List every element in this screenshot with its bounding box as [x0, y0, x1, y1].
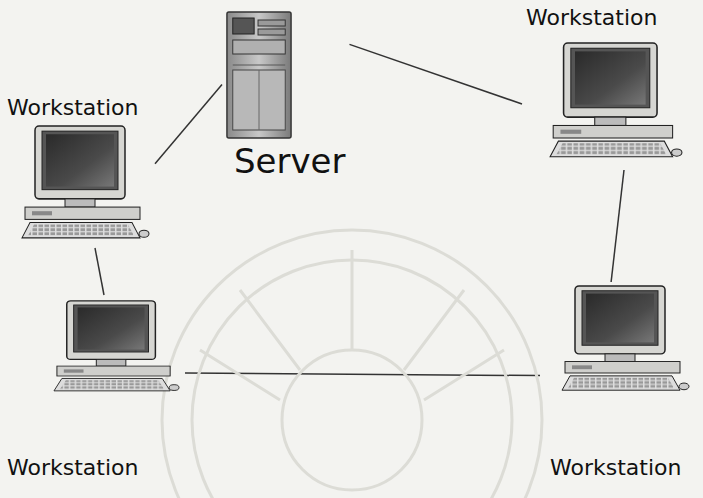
workstation-label: Workstation	[526, 5, 657, 30]
workstation-label: Workstation	[7, 455, 138, 480]
workstation-label: Workstation	[7, 95, 138, 120]
server-tower	[227, 12, 291, 138]
server-label: Server	[234, 142, 346, 181]
workstation-node: Workstation	[5, 295, 185, 490]
network-link	[611, 170, 624, 282]
workstation-node: Workstation	[540, 282, 698, 490]
workstation-computer	[550, 43, 682, 157]
network-link	[350, 44, 523, 104]
network-link	[155, 84, 222, 163]
seal-watermark	[162, 230, 542, 498]
workstation-label: Workstation	[550, 455, 681, 480]
workstation-node: Workstation	[5, 95, 155, 248]
workstation-computer	[22, 126, 149, 238]
network-link	[95, 248, 104, 295]
workstation-computer	[54, 301, 179, 391]
server-node: Server	[222, 8, 350, 190]
workstation-computer	[562, 286, 689, 390]
workstation-node: Workstation	[522, 5, 692, 170]
